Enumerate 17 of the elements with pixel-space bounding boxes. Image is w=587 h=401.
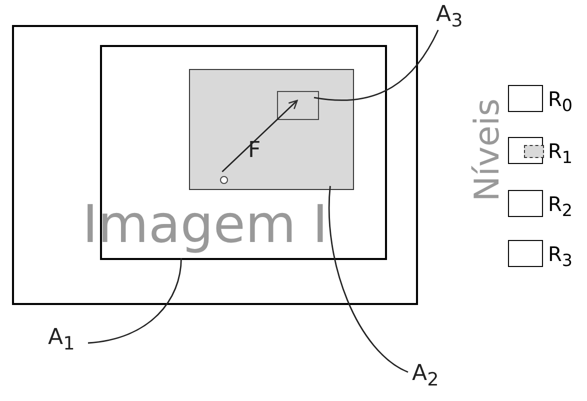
leader-line <box>314 30 439 101</box>
region-label: A$_{1}$ <box>48 325 88 355</box>
image-frame <box>12 25 418 305</box>
leader-line <box>328 186 408 373</box>
leader-line <box>88 258 182 344</box>
level-label: R$_{1}$ <box>548 141 573 167</box>
region-label: A$_{2}$ <box>408 361 452 391</box>
point-marker <box>220 176 228 184</box>
target-box <box>277 91 319 120</box>
region-box <box>189 69 354 190</box>
level-label: R$_{2}$ <box>548 194 573 220</box>
level-label: R$_{0}$ <box>548 89 573 115</box>
level-label: R$_{3}$ <box>548 244 573 270</box>
force-arrow <box>222 100 298 172</box>
level-marker <box>524 145 544 158</box>
levels-title: Níveis <box>470 98 504 202</box>
region-label: A$_{3}$ <box>432 0 476 30</box>
